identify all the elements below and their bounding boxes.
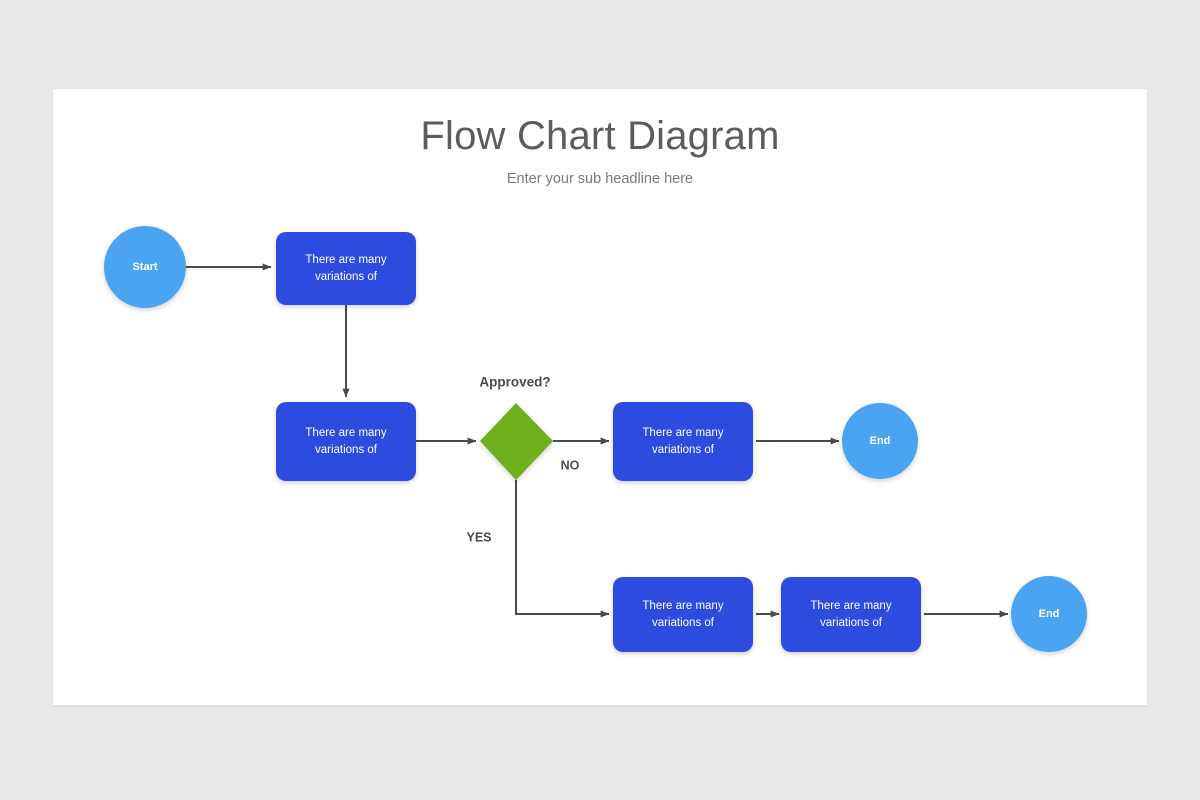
connector-layer [186, 263, 1009, 618]
node-process-yes-2[interactable]: There are many variations of [781, 577, 921, 652]
slide-canvas: Flow Chart Diagram Enter your sub headli… [53, 89, 1147, 705]
edge-label-no: NO [561, 458, 580, 472]
process-no-label-line-1: There are many [642, 427, 723, 439]
decision-caption: Approved? [479, 375, 550, 390]
process-yes-1-rect [613, 577, 753, 652]
process-2-rect [276, 402, 416, 481]
end-no-label: End [870, 435, 891, 447]
process-1-label-line-1: There are many [305, 254, 386, 266]
start-label: Start [132, 261, 157, 273]
process-no-rect [613, 402, 753, 481]
process-yes-2-label-line-2: variations of [820, 617, 883, 629]
process-1-rect [276, 232, 416, 305]
process-no-label-line-2: variations of [652, 444, 715, 456]
process-yes-1-label-line-2: variations of [652, 617, 715, 629]
page-subtitle: Enter your sub headline here [506, 171, 694, 187]
process-2-label-line-2: variations of [315, 444, 378, 456]
flowchart-diagram: Start There are many variations of There… [104, 226, 1087, 652]
node-process-yes-1[interactable]: There are many variations of [613, 577, 753, 652]
connector-decision-yes-elbow [515, 480, 610, 618]
process-1-label-line-2: variations of [315, 271, 378, 283]
node-process-2[interactable]: There are many variations of [276, 402, 416, 481]
process-yes-1-label-line-1: There are many [642, 600, 723, 612]
node-end-no[interactable]: End [842, 403, 918, 479]
node-end-yes[interactable]: End [1011, 576, 1087, 652]
end-yes-label: End [1039, 608, 1060, 620]
process-yes-2-rect [781, 577, 921, 652]
edge-label-yes: YES [466, 530, 491, 544]
decision-diamond [480, 403, 553, 480]
node-process-1[interactable]: There are many variations of [276, 232, 416, 305]
process-2-label-line-1: There are many [305, 427, 386, 439]
page-title: Flow Chart Diagram [420, 114, 780, 158]
node-decision[interactable]: Approved? [479, 375, 553, 480]
node-start[interactable]: Start [104, 226, 186, 308]
process-yes-2-label-line-1: There are many [810, 600, 891, 612]
node-process-no[interactable]: There are many variations of [613, 402, 753, 481]
